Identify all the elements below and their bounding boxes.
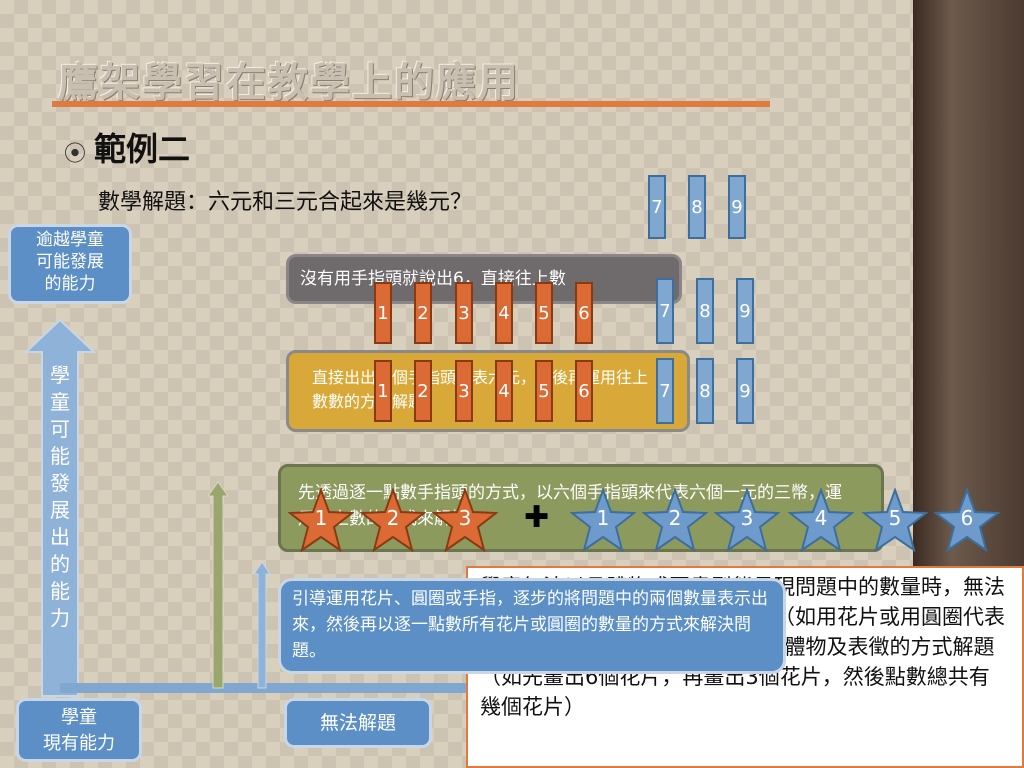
tile-9: 9 — [728, 175, 746, 239]
title-underline — [52, 101, 770, 107]
star-number: 6 — [960, 506, 974, 530]
label-current-ability: 學童 現有能力 — [16, 698, 142, 762]
subheading: 範例二 — [94, 130, 191, 168]
star-number: 1 — [596, 506, 610, 530]
base-line — [60, 683, 490, 693]
tile-1: 1 — [374, 282, 392, 344]
star-icon: 5 — [861, 487, 929, 554]
star-number: 1 — [314, 506, 328, 530]
card-level-gray — [286, 254, 682, 304]
tile-2: 2 — [414, 282, 432, 344]
tile-8: 8 — [688, 175, 706, 239]
star-number: 3 — [740, 506, 754, 530]
label-cannot-solve: 無法解題 — [284, 698, 432, 748]
tile-9: 9 — [736, 358, 754, 424]
card-level-gray-text: 沒有用手指頭就說出6，直接往上數 — [300, 269, 566, 289]
tile-8: 8 — [696, 278, 714, 344]
star-number: 5 — [888, 506, 902, 530]
card-level-blue — [278, 578, 786, 674]
card-level-blue-text: 引導運用花片、圓圈或手指，逐步的將問題中的兩個數量表示出來，然後再以逐一點數所有… — [292, 589, 768, 661]
blue-arrow-icon — [253, 561, 271, 689]
plus-icon: ✚ — [524, 500, 550, 535]
vertical-arrow-icon — [24, 318, 96, 697]
tile-6: 6 — [575, 360, 593, 422]
tile-9: 9 — [736, 278, 754, 344]
tile-1: 1 — [374, 360, 392, 422]
label-beyond-ability: 逾越學童 可能發展 的能力 — [8, 224, 132, 304]
bullet-icon: ⦿ — [64, 142, 87, 167]
tile-8: 8 — [696, 358, 714, 424]
star-number: 2 — [668, 506, 682, 530]
green-arrow-icon — [207, 481, 229, 689]
tile-3: 3 — [455, 282, 473, 344]
star-icon: 2 — [641, 487, 709, 554]
slide-title: 鷹架學習在教學上的應用 — [58, 60, 520, 106]
card-level-yellow — [286, 350, 690, 432]
star-icon: 1 — [569, 487, 637, 554]
star-number: 3 — [458, 506, 472, 530]
tile-5: 5 — [535, 282, 553, 344]
tile-3: 3 — [455, 360, 473, 422]
tile-5: 5 — [535, 360, 553, 422]
card-level-yellow-text: 直接出出六個手指頭代表六元，然後再運用往上數數的方式解題。 — [312, 368, 649, 411]
star-number: 2 — [386, 506, 400, 530]
tile-4: 4 — [495, 282, 513, 344]
tile-7: 7 — [656, 278, 674, 344]
tile-7: 7 — [656, 358, 674, 424]
vertical-arrow-label: 學 童 可 能 發 展 出 的 能 力 — [50, 363, 70, 630]
question-text: 數學解題：六元和三元合起來是幾元？ — [98, 190, 473, 215]
star-number: 4 — [814, 506, 828, 530]
star-icon: 6 — [933, 487, 1001, 554]
star-icon: 4 — [787, 487, 855, 554]
star-icon: 1 — [287, 487, 355, 554]
tile-2: 2 — [414, 360, 432, 422]
tile-7: 7 — [648, 175, 666, 239]
star-icon: 3 — [713, 487, 781, 554]
tile-6: 6 — [575, 282, 593, 344]
star-icon: 2 — [359, 487, 427, 554]
tile-4: 4 — [495, 360, 513, 422]
star-icon: 3 — [431, 487, 499, 554]
